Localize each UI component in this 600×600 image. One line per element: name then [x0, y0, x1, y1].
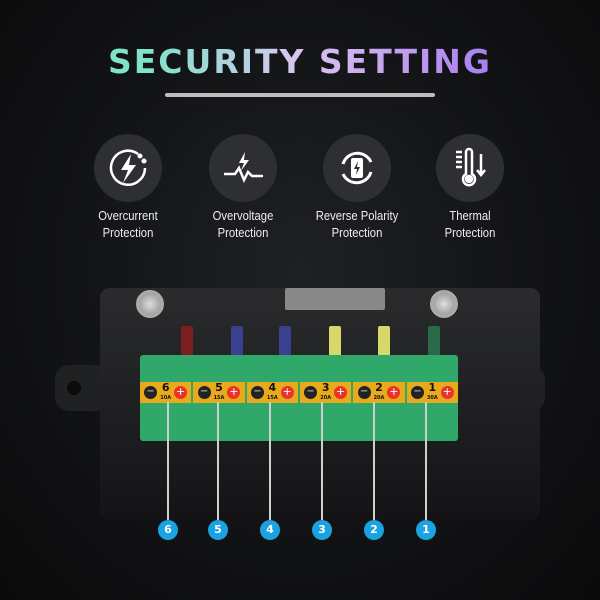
callout-line	[167, 402, 169, 520]
callout-3: 3	[312, 520, 332, 540]
callout-5: 5	[208, 520, 228, 540]
minus-icon: −	[410, 386, 424, 399]
plus-icon: +	[440, 385, 454, 399]
callout-4: 4	[260, 520, 280, 540]
feature-label: Protection	[331, 226, 383, 240]
ground-stud	[136, 290, 164, 318]
page-title: SECURITY SETTING	[0, 42, 600, 81]
plus-icon: +	[387, 385, 401, 399]
minus-icon: −	[144, 386, 158, 399]
relay-area	[285, 288, 385, 310]
callout-6: 6	[158, 520, 178, 540]
feature-label: Protection	[444, 226, 496, 240]
minus-icon: −	[357, 386, 371, 399]
lightning-circle-icon	[94, 134, 162, 202]
battery-reverse-icon	[323, 134, 391, 202]
callout-line	[425, 402, 427, 520]
minus-icon: −	[197, 386, 211, 399]
feature-label: Overcurrent	[98, 209, 158, 223]
fuse-4	[279, 326, 291, 358]
plus-icon: +	[227, 385, 241, 399]
divider	[165, 93, 435, 97]
feature-label: Thermal	[449, 209, 491, 223]
plus-icon: +	[334, 385, 348, 399]
feature-label: Protection	[102, 226, 154, 240]
minus-icon: −	[304, 386, 318, 399]
callout-line	[321, 402, 323, 520]
feature-label: Protection	[217, 226, 269, 240]
fuse-1	[428, 326, 440, 358]
power-stud	[430, 290, 458, 318]
callout-1: 1	[416, 520, 436, 540]
fuse-5	[231, 326, 243, 358]
callout-line	[373, 402, 375, 520]
plus-icon: +	[280, 385, 294, 399]
fuse-2	[378, 326, 390, 358]
thermometer-icon	[436, 134, 504, 202]
feature-label: Reverse Polarity	[315, 209, 399, 223]
plus-icon: +	[174, 385, 188, 399]
voltage-spike-icon	[209, 134, 277, 202]
feature-label: Overvoltage	[212, 209, 274, 223]
callout-line	[217, 402, 219, 520]
fuse-3	[329, 326, 341, 358]
callout-2: 2	[364, 520, 384, 540]
fuse-6	[181, 326, 193, 358]
callout-line	[269, 402, 271, 520]
minus-icon: −	[250, 386, 264, 399]
